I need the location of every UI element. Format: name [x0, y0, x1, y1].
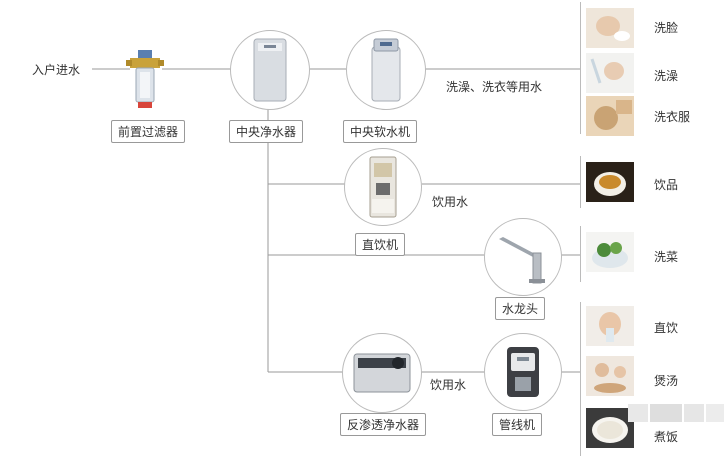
- soup-label: 煲汤: [654, 374, 679, 388]
- laundry-image: [586, 96, 634, 136]
- beverage-label: 饮品: [654, 178, 679, 192]
- central-purifier-icon: [230, 30, 310, 110]
- inlet-label: 入户进水: [32, 63, 81, 77]
- watermark-blur: [650, 404, 682, 422]
- ro-purifier-icon: [342, 333, 422, 413]
- laundry-label: 洗衣服: [654, 110, 691, 124]
- central-purifier-label: 中央净水器: [229, 120, 304, 143]
- wash-veg-label: 洗菜: [654, 250, 679, 264]
- watermark-blur: [706, 404, 724, 422]
- wash-face-label: 洗脸: [654, 21, 679, 35]
- prefilter-icon: [126, 48, 164, 112]
- faucet-icon: [484, 218, 562, 296]
- drinking-machine-label: 直饮机: [355, 233, 406, 256]
- drink-water-label-2: 饮用水: [430, 378, 467, 392]
- pipeline-machine-label: 管线机: [492, 413, 543, 436]
- bracket-veg: [580, 226, 581, 282]
- cook-rice-image: [586, 408, 634, 448]
- drinking-machine-icon: [344, 148, 422, 226]
- soup-image: [586, 356, 634, 396]
- drink-water-label-1: 饮用水: [432, 195, 469, 209]
- central-softener-label: 中央软水机: [343, 120, 418, 143]
- wash-face-image: [586, 8, 634, 48]
- bracket-bath: [580, 2, 581, 134]
- faucet-label: 水龙头: [495, 297, 546, 320]
- bath-laundry-label: 洗澡、洗衣等用水: [446, 80, 543, 94]
- direct-drink-label: 直饮: [654, 321, 679, 335]
- cook-rice-label: 煮饭: [654, 430, 679, 444]
- pipeline-machine-icon: [484, 333, 562, 411]
- prefilter-label: 前置过滤器: [111, 120, 186, 143]
- watermark-blur: [684, 404, 704, 422]
- bracket-drink: [580, 302, 581, 456]
- beverage-image: [586, 162, 634, 202]
- wash-veg-image: [586, 232, 634, 272]
- shower-label: 洗澡: [654, 69, 679, 83]
- bracket-beverage: [580, 156, 581, 208]
- shower-image: [586, 53, 634, 93]
- direct-drink-image: [586, 306, 634, 346]
- ro-purifier-label: 反渗透净水器: [340, 413, 427, 436]
- watermark-blur: [628, 404, 648, 422]
- central-softener-icon: [346, 30, 426, 110]
